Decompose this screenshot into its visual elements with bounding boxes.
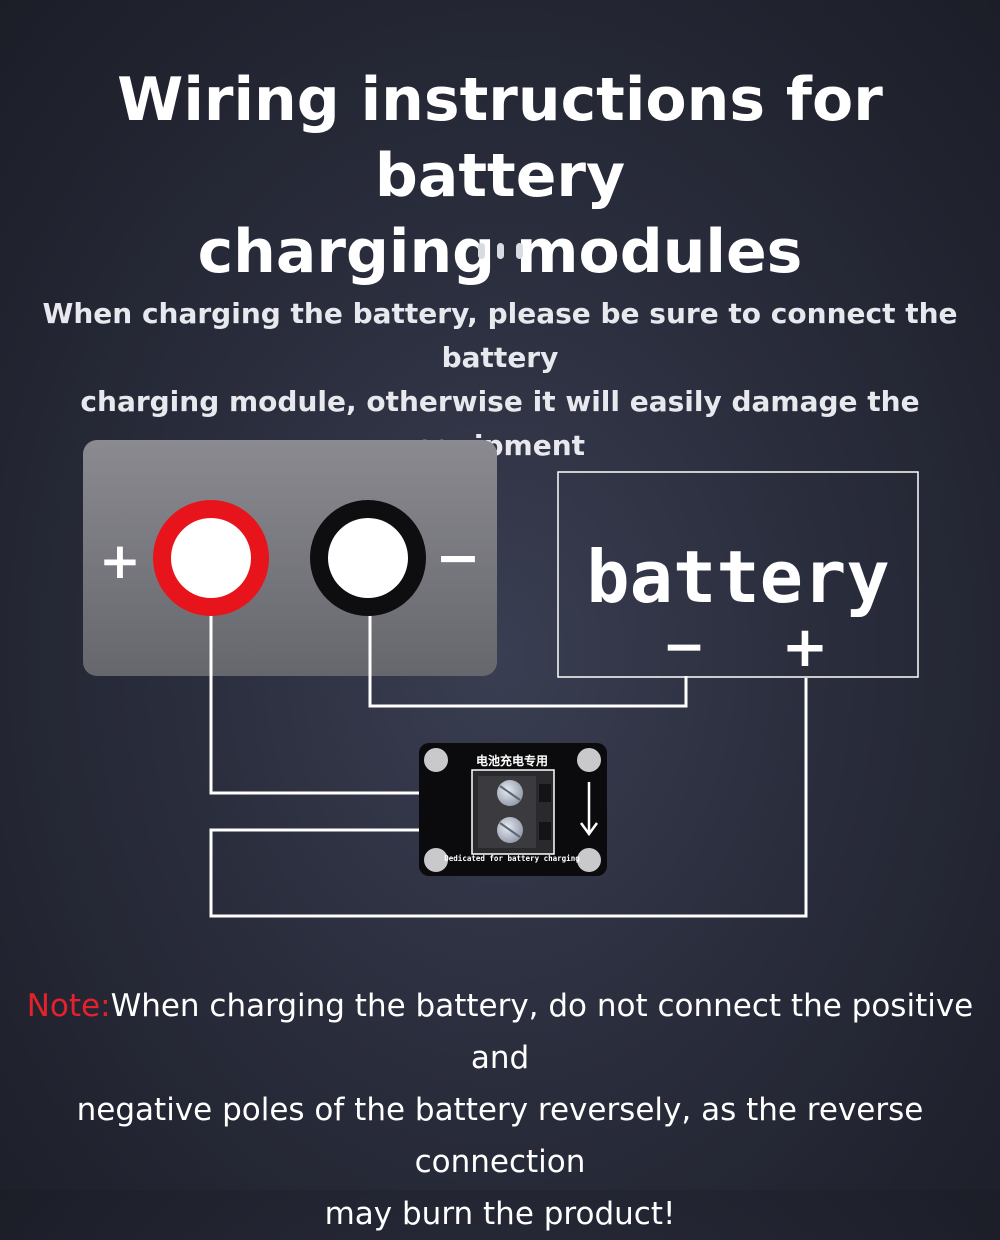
battery-label: battery <box>586 535 889 619</box>
battery-plus-sign: + <box>782 615 829 680</box>
screw-terminal-icon <box>497 780 523 806</box>
negative-terminal-icon <box>310 500 426 616</box>
wiring-diagram: + − battery − + 电池充电专用 <box>83 440 919 918</box>
wire-battery-positive <box>209 678 808 918</box>
battery-minus-sign: − <box>662 617 706 677</box>
mount-hole-icon <box>424 848 448 872</box>
page-title-line-1: Wiring instructions for battery <box>117 65 883 211</box>
module-bottom-text: Dedicated for battery charging <box>444 854 580 863</box>
module-top-text: 电池充电专用 <box>476 753 548 768</box>
mount-hole-icon <box>577 748 601 772</box>
wires <box>209 616 808 918</box>
charger-minus-sign: − <box>435 526 480 589</box>
note-label: Note: <box>26 988 111 1024</box>
positive-terminal-icon <box>153 500 269 616</box>
note-line-1: Note:When charging the battery, do not c… <box>10 980 990 1084</box>
note-line-3: may burn the product! <box>324 1196 676 1232</box>
arrow-down-icon <box>579 782 599 837</box>
divider-dot <box>515 243 523 259</box>
battery-box: battery − + <box>557 471 919 680</box>
charging-module-board: 电池充电专用 Dedicated for battery charging <box>419 743 607 876</box>
note-line-2: negative poles of the battery reversely,… <box>76 1092 924 1180</box>
intro-text: When charging the battery, please be sur… <box>20 292 980 468</box>
mount-hole-icon <box>577 848 601 872</box>
charger-panel: + − <box>83 440 497 676</box>
intro-line-1: When charging the battery, please be sur… <box>42 297 958 374</box>
charger-plus-sign: + <box>99 532 141 590</box>
divider-dot <box>477 243 485 259</box>
wire-negative <box>368 616 688 708</box>
divider-dot <box>496 243 504 259</box>
wire-charger-positive <box>209 616 505 795</box>
intro-line-2: charging module, otherwise it will easil… <box>80 385 920 462</box>
mount-hole-icon <box>424 748 448 772</box>
screw-terminal-icon <box>497 817 523 843</box>
warning-note: Note:When charging the battery, do not c… <box>10 980 990 1240</box>
section-divider-dots <box>0 243 1000 259</box>
page-title: Wiring instructions for battery charging… <box>0 62 1000 290</box>
note-text-1: When charging the battery, do not connec… <box>110 988 974 1076</box>
